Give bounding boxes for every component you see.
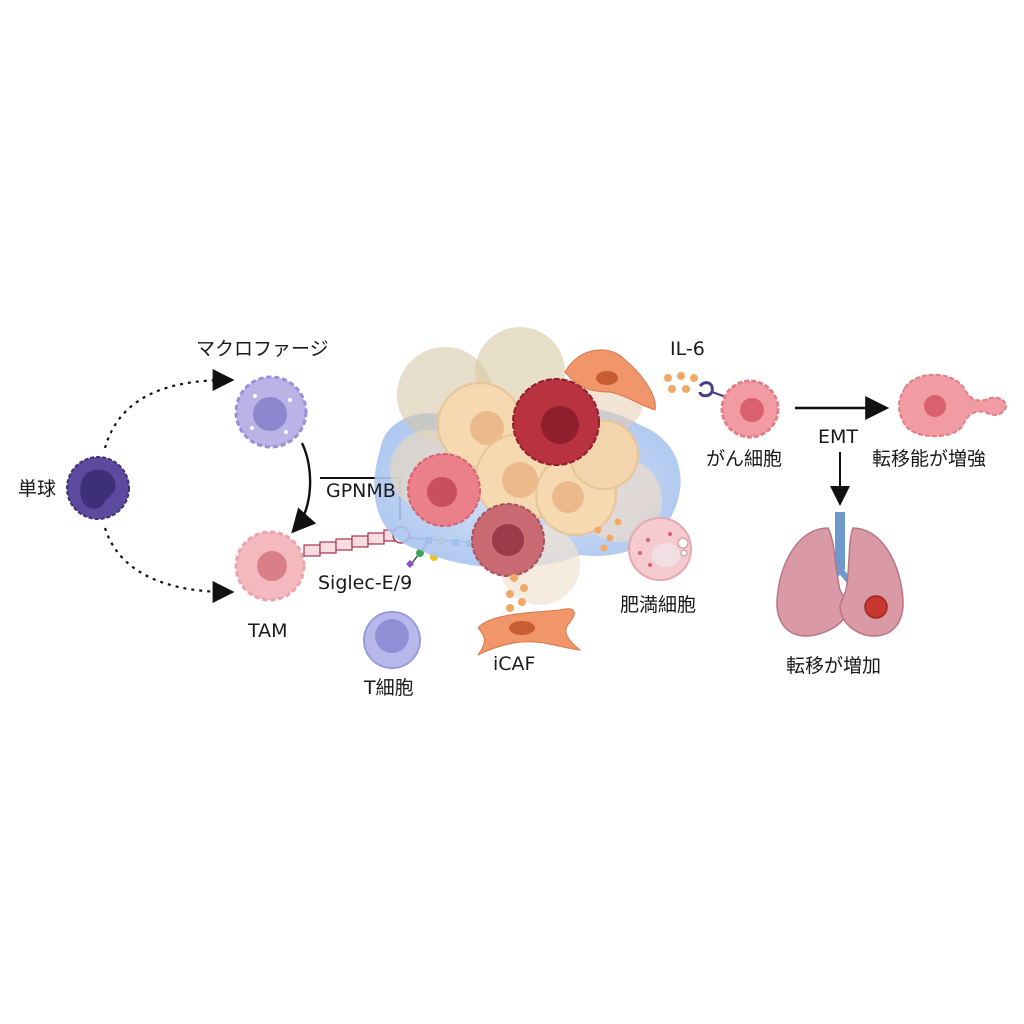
icaf-label: iCAF: [493, 653, 536, 675]
macrophage-to-tam-arrow: [291, 442, 317, 534]
macrophage-cell: [234, 375, 308, 449]
emt-label: EMT: [818, 426, 859, 448]
left-lung: [776, 527, 849, 637]
mast-cell: [594, 517, 692, 581]
monocyte-to-tam-arrow: [103, 527, 235, 603]
metastasis-nodule: [864, 595, 888, 619]
monocyte-label: 単球: [18, 478, 57, 500]
macrophage-label: マクロファージ: [196, 338, 329, 360]
t-cell: [363, 611, 421, 669]
fibroblast-top: [564, 349, 656, 411]
monocyte-cell: [66, 456, 130, 520]
il6-label: IL-6: [670, 338, 705, 360]
il6-cytokines: [664, 372, 727, 398]
emt-cell: [898, 373, 1008, 438]
siglec-label: Siglec-E/9: [318, 572, 413, 594]
icaf-cell: [477, 608, 582, 656]
increased-metastasis-label: 転移が増加: [786, 655, 882, 677]
cancer-cell-label: がん細胞: [706, 448, 783, 470]
tam-cell: [234, 530, 306, 602]
enhanced-metastatic-label: 転移能が増強: [872, 448, 987, 470]
lungs: [776, 512, 904, 637]
icaf-cytokines: [506, 574, 528, 612]
t-cell-label: T細胞: [364, 677, 414, 699]
cancer-cell: [720, 379, 780, 439]
monocyte-to-macrophage-arrow: [103, 369, 235, 449]
right-lung: [839, 527, 904, 637]
gpnmb-label: GPNMB: [326, 480, 396, 502]
tam-label: TAM: [248, 620, 288, 642]
mast-cell-label: 肥満細胞: [620, 594, 697, 616]
